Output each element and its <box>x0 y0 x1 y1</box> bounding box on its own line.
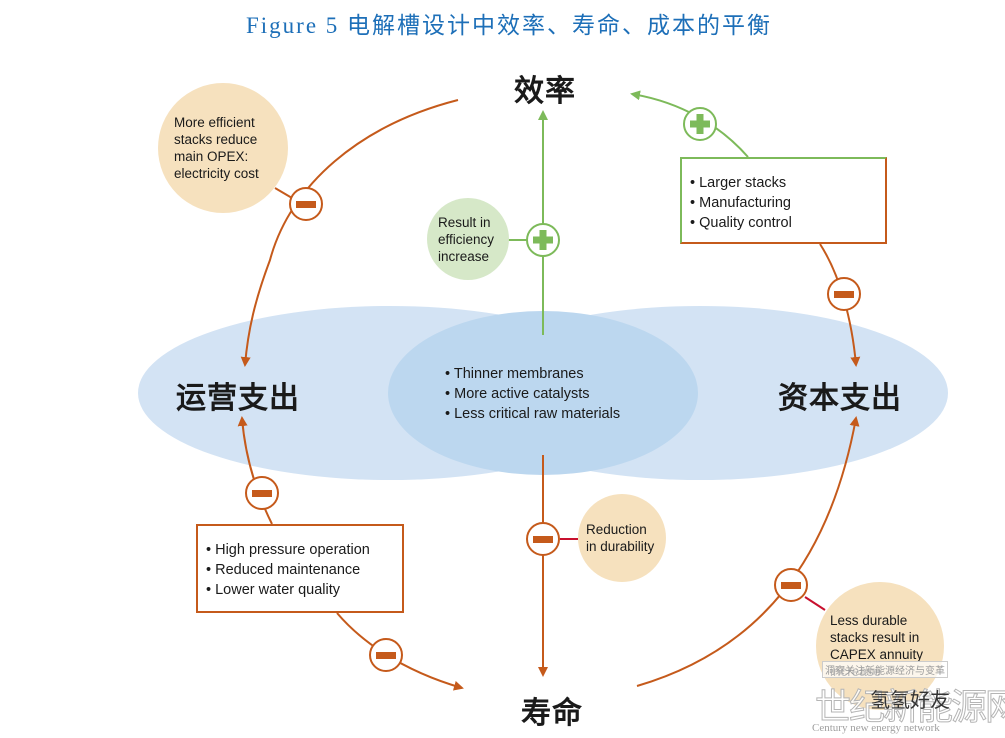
minus-sign-durability <box>526 522 560 556</box>
node-opex: 运营支出 <box>176 381 300 416</box>
opex-box-to-opex-arrow <box>237 416 273 525</box>
bubble-line: efficiency <box>438 231 495 247</box>
capex-item: Larger stacks <box>690 173 885 193</box>
minus-sign-opex-box <box>245 476 279 510</box>
center-list-item: More active catalysts <box>445 384 620 404</box>
bubble-line: electricity cost <box>174 166 259 181</box>
figure-title: Figure 5 电解槽设计中效率、寿命、成本的平衡 <box>246 13 773 38</box>
bubble-durability-reduction: Reduction in durability <box>578 494 666 582</box>
annuity-bubble-connector <box>804 596 826 611</box>
bubble-line: Result in <box>438 214 491 230</box>
plus-sign-capex-box <box>683 107 717 141</box>
center-list-item: Thinner membranes <box>445 364 620 384</box>
watermark-brand: 世纪新能源网 <box>814 687 1005 729</box>
minus-sign-lifetime-box <box>369 638 403 672</box>
bubble-line: Less durable <box>830 613 908 628</box>
minus-sign-annuity <box>774 568 808 602</box>
minus-sign-capex <box>827 277 861 311</box>
bubble-line: increase <box>438 248 490 264</box>
opex-bubble-connector <box>274 187 293 199</box>
plus-sign-efficiency <box>526 223 560 257</box>
opex-items-box: High pressure operation Reduced maintena… <box>196 524 404 613</box>
opex-item: High pressure operation <box>206 540 402 560</box>
opex-item: Lower water quality <box>206 580 402 600</box>
watermark-slogan: 洞察关注新能源经济与变革 <box>822 661 948 678</box>
efficiency-to-opex-arrow <box>240 99 459 367</box>
capex-item: Quality control <box>690 213 885 233</box>
minus-sign-opex <box>289 187 323 221</box>
bubble-line: CAPEX annuity <box>830 647 924 662</box>
bubble-line: More efficient <box>174 115 255 130</box>
opex-item: Reduced maintenance <box>206 560 402 580</box>
bubble-line: Reduction <box>586 522 647 537</box>
bubble-capex-annuity: Less durable stacks result in CAPEX annu… <box>816 582 944 710</box>
center-list-item: Less critical raw materials <box>445 404 620 424</box>
capex-item: Manufacturing <box>690 193 885 213</box>
bubble-efficiency-increase: Result in efficiency increase <box>427 198 509 280</box>
bubble-line: main OPEX: <box>174 149 249 164</box>
center-improvements-list: Thinner membranes More active catalysts … <box>445 364 620 424</box>
watermark-english: Century new energy network <box>812 722 940 734</box>
capex-items-box: Larger stacks Manufacturing Quality cont… <box>680 157 887 244</box>
bubble-line: stacks reduce <box>174 132 258 147</box>
bubble-line: in durability <box>586 539 655 554</box>
node-lifetime: 寿命 <box>521 696 583 731</box>
bubble-line: stacks result in <box>830 630 920 645</box>
node-efficiency: 效率 <box>514 74 576 109</box>
node-capex: 资本支出 <box>778 381 902 416</box>
bubble-opex-efficiency: More efficient stacks reduce main OPEX: … <box>158 83 288 213</box>
watermark-wechat: 氢氢好友 <box>870 690 950 712</box>
